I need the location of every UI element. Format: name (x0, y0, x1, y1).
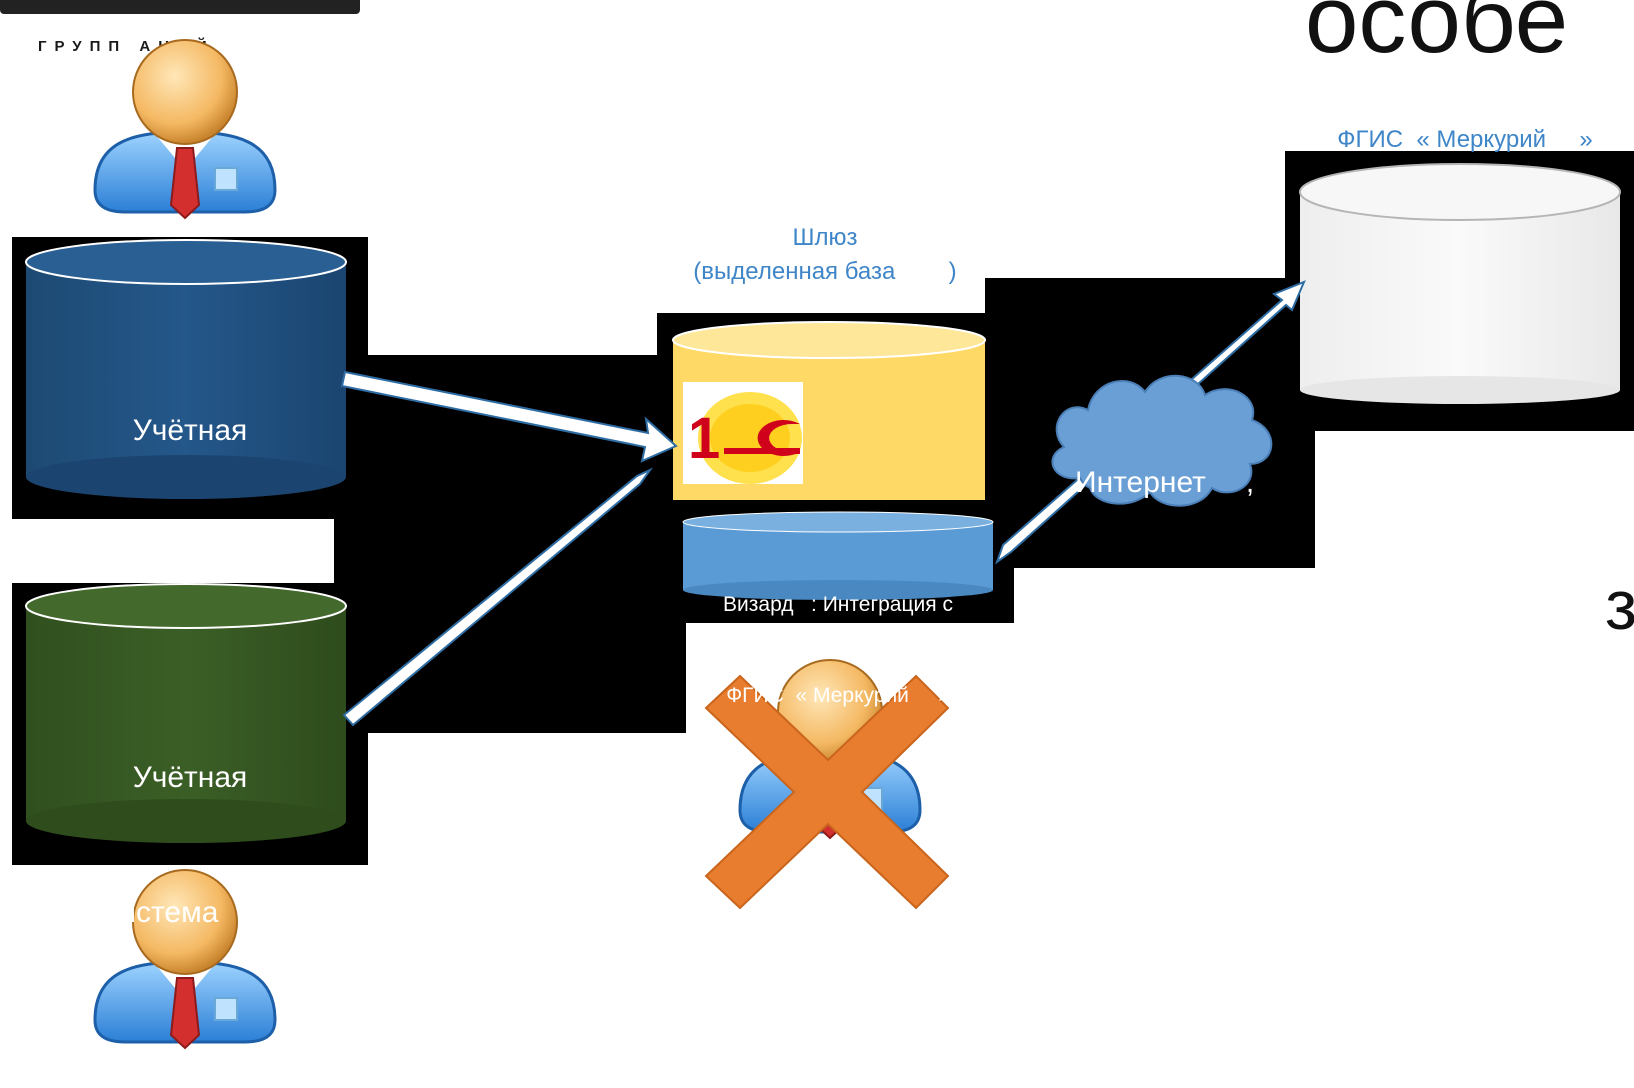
system1-cylinder (25, 239, 347, 499)
cloud-label-line2: Ветис .API (1075, 592, 1275, 636)
wizard-label: Визард : Интеграция с ФГИС « Меркурий » (683, 529, 993, 773)
systemN-label-word: система (104, 896, 219, 929)
systemN-cylinder (25, 583, 347, 843)
systemN-label-line1: Учётная (132, 761, 248, 794)
wizard-label-line2: ФГИС « Меркурий » (726, 684, 950, 708)
user-icon (93, 39, 277, 220)
user-icon (93, 869, 277, 1050)
cloud-label-vetis: Ветис (1085, 596, 1167, 630)
cross-icon (704, 674, 950, 910)
arrow-system1-to-gateway (340, 370, 678, 463)
mercury-cylinder (1299, 163, 1621, 404)
1c-logo-icon: 1 (683, 382, 803, 484)
cloud-label-line1: Интернет, (1075, 461, 1275, 505)
system1-label-word: система (106, 549, 221, 582)
arrow-systemN-to-gateway (342, 467, 654, 727)
side-text-fragment: з (1605, 566, 1634, 644)
systemN-label: Учётная система N (40, 665, 340, 1025)
cloud-label-comma: , (1245, 466, 1255, 499)
gateway-title: Шлюз (792, 224, 858, 251)
system1-label-line2: система 1 (40, 543, 340, 588)
system1-label: Учётная система 1 (40, 318, 340, 678)
system1-label-line1: Учётная (132, 414, 248, 447)
mercury-title: ФГИС « Меркурий » (1337, 126, 1593, 153)
wizard-label-line1: Визард : Интеграция с (723, 592, 953, 616)
cloud-label-api: .API (1180, 601, 1226, 629)
systemN-label-line2: система N (40, 890, 340, 935)
cloud-label: Интернет, Ветис .API (1075, 374, 1275, 722)
systemN-label-suffix: N (258, 901, 276, 928)
gateway-subtitle: (выделенная база ) (693, 258, 957, 285)
svg-text:1: 1 (688, 406, 720, 471)
system1-label-suffix: 1 (260, 554, 274, 581)
slide-title-fragment: особе (1305, 0, 1569, 73)
internet-cloud (1051, 374, 1273, 507)
company-logo (0, 0, 380, 14)
cloud-label-internet: Интернет (1075, 466, 1206, 499)
wizard-cylinder (682, 511, 994, 600)
